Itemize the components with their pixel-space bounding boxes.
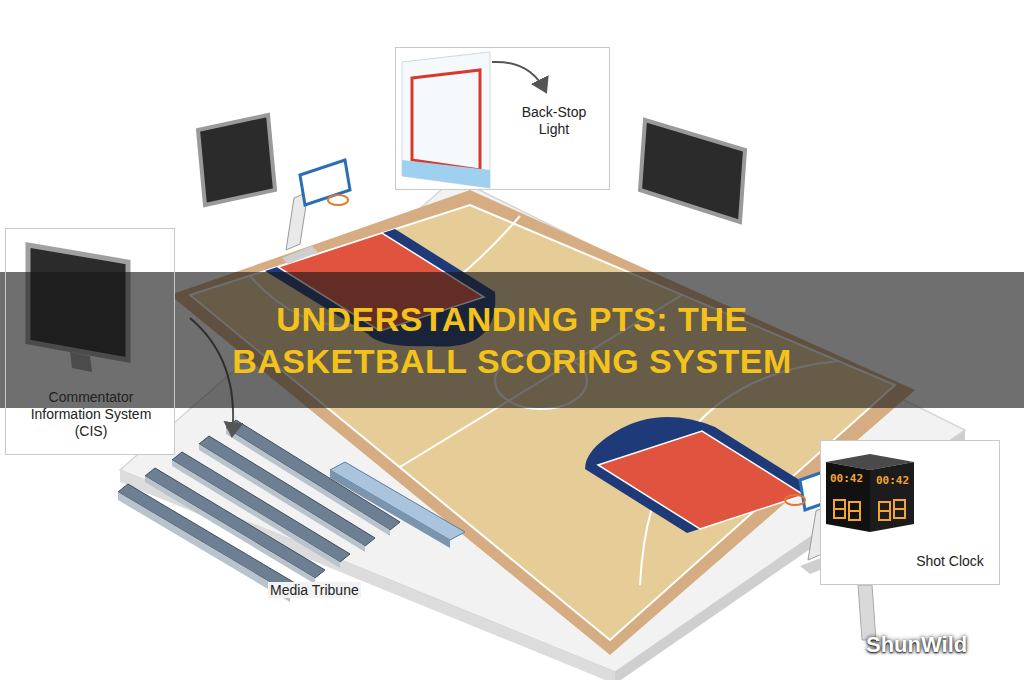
callout-label: Back-Stop Light	[506, 104, 602, 138]
back-stop-light	[412, 70, 480, 170]
monitor-screen	[640, 120, 745, 222]
backboard-frame	[402, 160, 490, 188]
callout-label: Commentator Information System (CIS)	[14, 389, 168, 440]
clock-digits: 00:42	[830, 472, 863, 485]
hoop	[328, 195, 348, 205]
callout-arrow	[492, 62, 546, 92]
media-desk	[330, 462, 465, 548]
watermark: ShunWild	[866, 632, 967, 658]
shot-clock-face	[826, 462, 870, 532]
callout-label: Shot Clock	[905, 553, 995, 570]
court-floor	[190, 205, 895, 640]
clock-digits: 00:42	[876, 474, 909, 487]
area-label: Media Tribune	[268, 582, 361, 598]
title-text: UNDERSTANDING PTS: THE BASKETBALL SCORIN…	[202, 298, 822, 382]
backboard	[300, 160, 350, 205]
callout-box: Commentator Information System (CIS)	[5, 228, 175, 455]
outer-floor	[170, 190, 915, 655]
shot-clock-face	[870, 462, 914, 532]
title-band: UNDERSTANDING PTS: THE BASKETBALL SCORIN…	[0, 272, 1024, 408]
segment-digits	[834, 500, 905, 520]
callout-ground	[395, 47, 610, 190]
backboard-closeup	[402, 52, 490, 188]
arena-platform	[120, 178, 965, 672]
callout-box: Back-Stop Light	[395, 47, 610, 190]
basket-base	[282, 246, 318, 264]
key-area	[598, 431, 804, 529]
callout-box: Shot Clock	[820, 440, 1000, 585]
shot-clock-stand	[858, 585, 876, 640]
monitor-screen	[198, 115, 275, 205]
key-outline	[585, 417, 817, 533]
hoop	[785, 495, 805, 505]
callout-ground	[820, 440, 1000, 585]
